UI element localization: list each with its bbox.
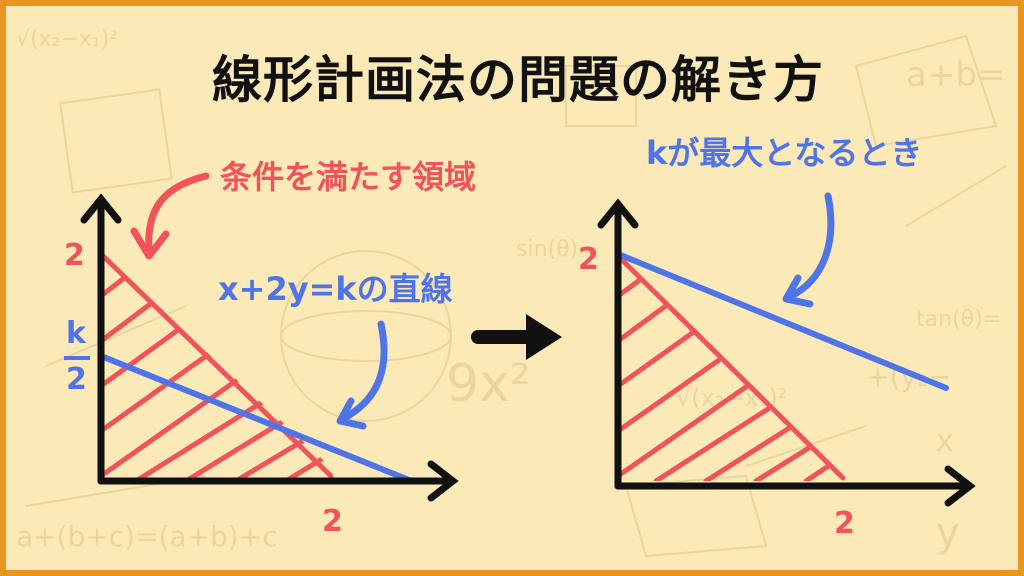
svg-text:y: y: [936, 510, 960, 556]
red-curved-arrow: [145, 172, 210, 255]
line-label: x+2y=kの直線: [218, 270, 453, 308]
k-numerator: k: [66, 316, 86, 351]
level-line: [98, 353, 412, 483]
blue-curved-arrow-right: [787, 192, 835, 300]
axes-right: [597, 198, 976, 507]
blue-arrowhead-right: [782, 274, 814, 308]
max-label: kが最大となるとき: [646, 134, 923, 172]
blue-curved-arrow: [340, 320, 388, 422]
right-y-tick: 2: [578, 242, 599, 277]
right-diagram: [597, 192, 976, 507]
right-x-tick: 2: [834, 506, 855, 541]
left-diagram: [64, 172, 459, 502]
svg-text:x: x: [936, 424, 954, 459]
svg-text:tan(θ)=: tan(θ)=: [916, 307, 1001, 332]
transition-arrow: [471, 314, 562, 360]
background-math-doodles: √(x₂−x₁)² a+b= sin(θ) tan(θ)= +(y₂− 9x² …: [16, 27, 1007, 558]
page-title: 線形計画法の問題の解き方: [212, 51, 824, 109]
svg-text:√(x₂−x₁)²: √(x₂−x₁)²: [16, 27, 118, 52]
svg-text:sin(θ): sin(θ): [516, 237, 578, 262]
left-y-tick: 2: [64, 238, 85, 273]
blue-arrowhead: [336, 397, 367, 430]
red-arrowhead: [130, 227, 170, 260]
feasible-region-edge: [98, 251, 334, 479]
left-x-tick: 2: [322, 504, 343, 539]
feasible-region-edge-right: [615, 253, 846, 481]
svg-text:a+(b+c)=(a+b)+c: a+(b+c)=(a+b)+c: [16, 520, 278, 553]
max-level-line: [615, 251, 949, 391]
diagrams: [64, 172, 976, 507]
svg-text:a+b=: a+b=: [906, 55, 1005, 95]
svg-text:9x²: 9x²: [446, 354, 531, 414]
k-denominator: 2: [66, 362, 87, 397]
axes: [80, 193, 459, 502]
region-label: 条件を満たす領域: [220, 158, 477, 196]
